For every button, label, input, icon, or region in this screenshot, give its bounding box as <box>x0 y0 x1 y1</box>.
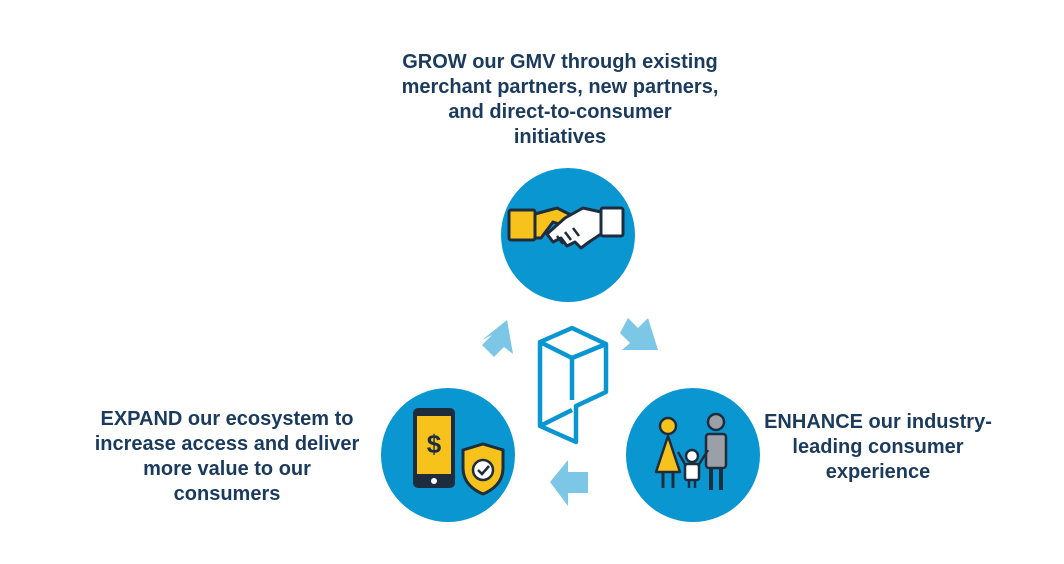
enhance-circle <box>626 388 760 522</box>
logo-icon <box>537 325 609 445</box>
mobile-payment-shield-icon: $ <box>413 408 505 496</box>
enhance-caption: ENHANCE our industry-leading consumer ex… <box>764 411 992 483</box>
svg-text:$: $ <box>427 429 442 459</box>
cycle-diagram <box>482 318 658 506</box>
grow-circle <box>501 168 635 302</box>
cycle-arrow-down-icon <box>620 318 658 350</box>
handshake-icon <box>507 206 625 250</box>
cycle-arrow-up-icon <box>482 320 513 357</box>
expand-caption: EXPAND our ecosystem to increase access … <box>94 408 360 505</box>
grow-caption: GROW our GMV through existing merchant p… <box>401 51 719 148</box>
expand-circle: $ <box>381 388 515 522</box>
family-icon <box>654 412 728 490</box>
cycle-arrow-left-icon <box>550 460 588 506</box>
